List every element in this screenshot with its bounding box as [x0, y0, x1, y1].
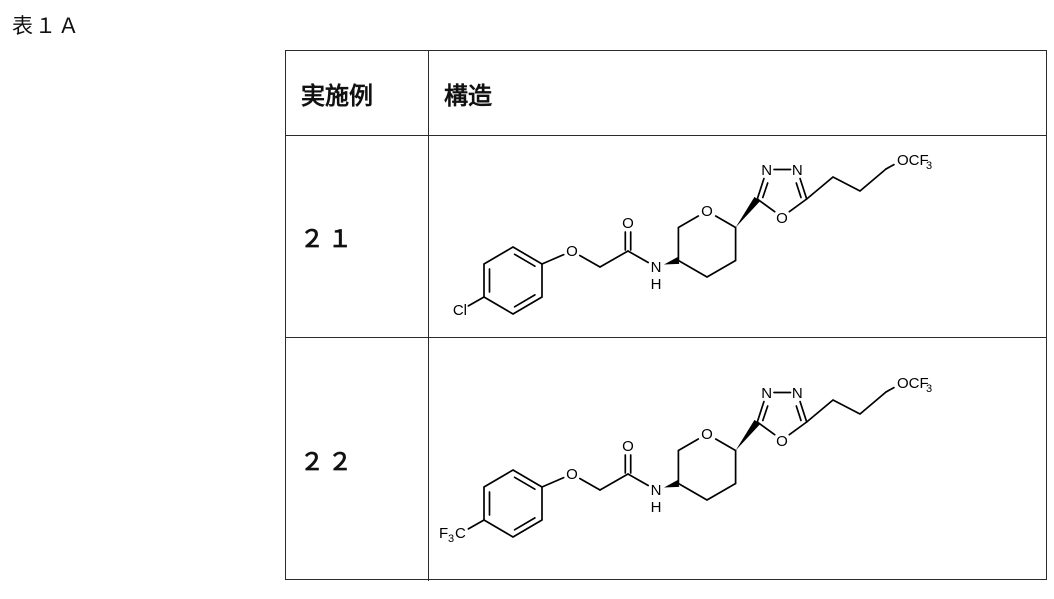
pyran-oxygen-label: O [701, 426, 713, 443]
molecule-drawing-21: O O N H O N N O OCF 3 Cl [453, 152, 932, 319]
oxadiazole-nitrogen-right-label: N [792, 162, 803, 179]
structure-cell-22: O O N H O N N O OCF 3 F 3 C [429, 338, 1046, 581]
f3c-subscript: 3 [448, 533, 454, 545]
oxadiazole-oxygen-label: O [776, 210, 788, 227]
amide-hydrogen-label: H [651, 499, 662, 516]
atom-labels: O O N H O N N O [566, 385, 803, 516]
amide-nitrogen-label: N [651, 259, 662, 276]
example-number-22: ２２ [286, 338, 429, 581]
header-example-column: 実施例 [286, 51, 429, 136]
oxadiazole-nitrogen-left-label: N [761, 162, 772, 179]
carbonyl-oxygen-label: O [622, 438, 634, 455]
ether-oxygen-label: O [566, 243, 578, 260]
pyran-oxygen-label: O [701, 203, 713, 220]
f3c-f: F [439, 525, 448, 542]
chlorine-label: Cl [453, 302, 467, 319]
bond-skeleton [467, 386, 895, 538]
table-caption: 表１Ａ [12, 15, 81, 38]
ocf-label: OCF [897, 375, 929, 392]
structure-cell-21: O O N H O N N O OCF 3 Cl [429, 136, 1046, 338]
example-number-21: ２１ [286, 136, 429, 338]
ocf-label: OCF [897, 152, 929, 169]
oxadiazole-nitrogen-left-label: N [761, 385, 772, 402]
atom-labels: O O N H O N N O [566, 162, 803, 293]
amide-hydrogen-label: H [651, 276, 662, 293]
ocf-subscript: 3 [926, 383, 932, 395]
header-structure-column: 構造 [429, 51, 1046, 136]
trifluoromethyl-label: F 3 C [439, 525, 466, 545]
oxadiazole-oxygen-label: O [776, 433, 788, 450]
bond-skeleton [467, 163, 895, 315]
carbonyl-oxygen-label: O [622, 215, 634, 232]
ocf-subscript: 3 [926, 160, 932, 172]
terminal-group-label: OCF 3 [897, 152, 932, 172]
stereo-wedge-bonds [664, 196, 761, 265]
terminal-group-label: OCF 3 [897, 375, 932, 395]
f3c-c: C [455, 525, 466, 542]
molecule-drawing-22: O O N H O N N O OCF 3 F 3 C [439, 375, 932, 545]
amide-nitrogen-label: N [651, 482, 662, 499]
stereo-wedge-bonds [664, 419, 761, 488]
examples-table: 実施例 構造 ２１ [285, 50, 1047, 581]
ether-oxygen-label: O [566, 466, 578, 483]
oxadiazole-nitrogen-right-label: N [792, 385, 803, 402]
